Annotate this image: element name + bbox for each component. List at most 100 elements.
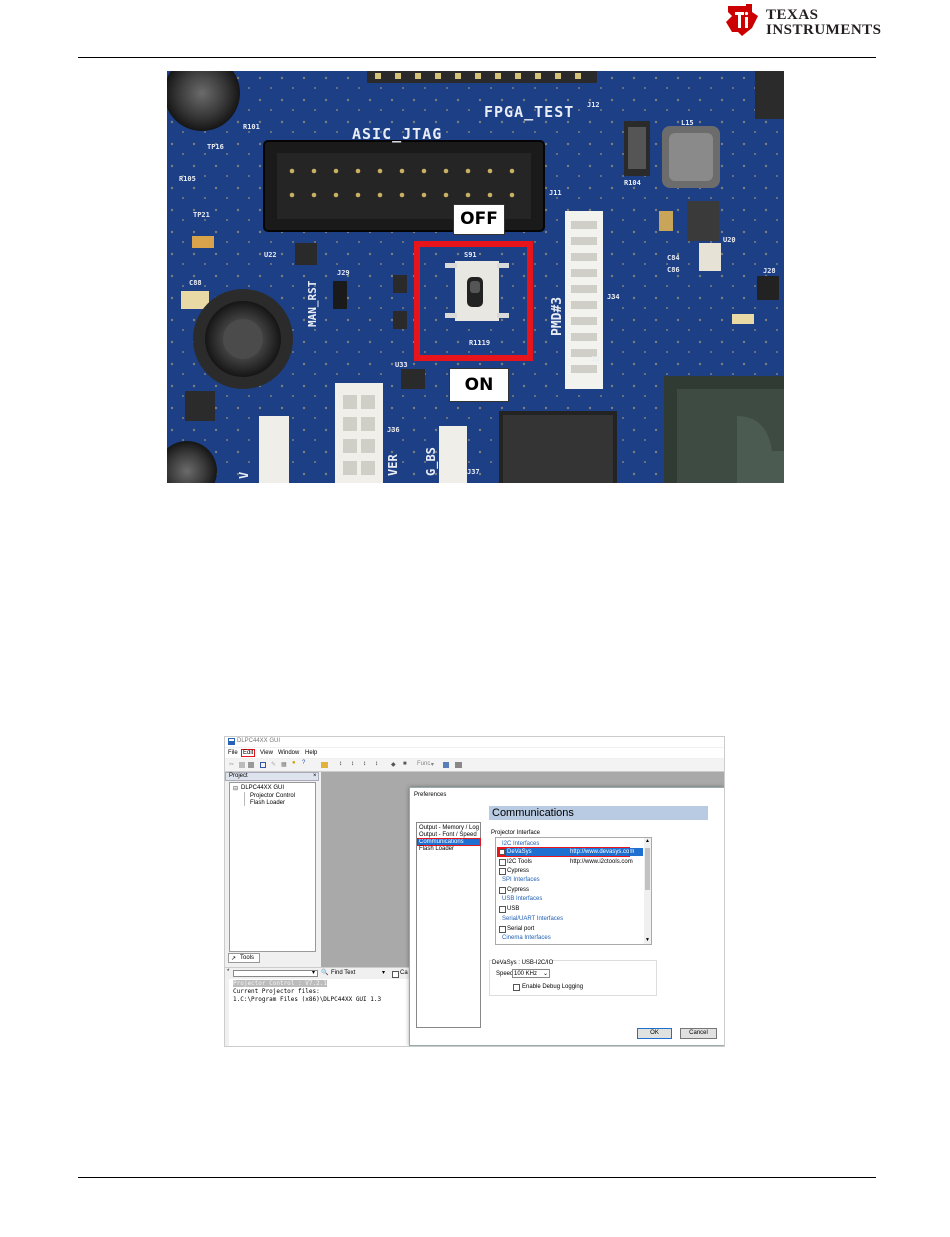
cypress-i2c-checkbox[interactable] — [499, 868, 506, 875]
project-panel-header: Project × — [225, 772, 319, 781]
cut-icon[interactable]: ✂ — [229, 762, 235, 768]
tree-item-flash-loader[interactable]: Flash Loader — [250, 800, 286, 806]
nav-flash-loader[interactable]: Flash Loader — [419, 846, 455, 852]
pcb-label-man-rst: MAN_RST — [306, 280, 319, 327]
find-dropdown-icon[interactable]: ▾ — [312, 970, 316, 976]
brand-line-2: INSTRUMENTS — [766, 22, 882, 38]
grid-icon[interactable]: ▦ — [281, 762, 287, 768]
save-icon[interactable] — [443, 762, 449, 768]
paste-icon[interactable] — [248, 762, 254, 768]
gui-screenshot: DLPC44XX GUI File Edit View Window Help … — [224, 736, 725, 1047]
tree-line — [244, 792, 245, 806]
ok-button[interactable]: OK — [637, 1028, 672, 1039]
pcb-label-tp16: TP16 — [207, 143, 224, 151]
usb-label: USB — [507, 906, 520, 912]
diamond-icon[interactable]: ◆ — [391, 762, 396, 768]
copy-icon[interactable] — [239, 762, 245, 768]
pcb-label-ver: VER — [386, 454, 400, 476]
pencil-icon[interactable]: ✎ — [271, 762, 277, 768]
cypress-i2c-label: Cypress — [507, 868, 530, 874]
match-case-label: Ca — [400, 970, 408, 976]
pcb-artwork — [167, 71, 784, 483]
func-dropdown[interactable]: Func. — [417, 761, 433, 767]
window-title: DLPC44XX GUI — [237, 738, 281, 744]
title-bar: DLPC44XX GUI — [225, 737, 724, 747]
speed-chevron-down-icon: ⌄ — [543, 971, 549, 977]
step-icon-4[interactable]: ↕ — [375, 761, 378, 767]
step-icon-2[interactable]: ↕ — [351, 761, 354, 767]
usb-checkbox[interactable] — [499, 906, 506, 913]
menu-file[interactable]: File — [228, 750, 238, 756]
pcb-label-c88: C88 — [189, 279, 202, 287]
output-line-2: Current Projector files: — [233, 988, 320, 995]
group-i2c: I2C Interfaces — [502, 841, 540, 847]
help-icon[interactable]: ? — [302, 760, 306, 766]
nav-communications[interactable]: Communications — [417, 838, 481, 846]
nav-output-font[interactable]: Output - Font / Speed — [419, 832, 477, 838]
row-devasys[interactable]: DeVaSys http://www.devasys.com — [497, 848, 643, 856]
match-case-checkbox[interactable] — [392, 971, 399, 978]
scroll-thumb[interactable] — [645, 848, 650, 890]
pcb-label-j34: J34 — [607, 293, 620, 301]
window-icon[interactable] — [260, 762, 266, 768]
tree-expand-icon[interactable]: ⊟ — [233, 786, 239, 792]
serial-label: Serial port — [507, 926, 535, 932]
output-console: Projector Control : V7.2.1 Current Proje… — [229, 979, 419, 1046]
project-panel-title: Project — [229, 773, 248, 779]
pcb-label-j28: J28 — [763, 267, 776, 275]
debug-logging-label: Enable Debug Logging — [522, 984, 584, 990]
interface-list: I2C Interfaces DeVaSys http://www.devasy… — [495, 837, 652, 945]
menu-window[interactable]: Window — [278, 750, 300, 756]
nav-output-memory[interactable]: Output - Memory / Log — [419, 825, 480, 831]
find-pin-icon: * — [227, 969, 230, 975]
ti-logo-icon — [726, 4, 758, 36]
debug-logging-checkbox[interactable] — [513, 984, 520, 991]
magnifier-icon: 🔍 — [321, 970, 329, 976]
find-options-icon[interactable]: ▾ — [382, 970, 386, 976]
pcb-label-g-bs: G_BS — [424, 447, 438, 476]
square-icon[interactable]: ■ — [403, 761, 407, 767]
folder-icon[interactable] — [321, 762, 328, 768]
pcb-label-j36: J36 — [387, 426, 400, 434]
speed-select[interactable]: 100 KHz ⌄ — [512, 969, 550, 978]
step-icon-1[interactable]: ↕ — [339, 761, 342, 767]
pcb-label-fpga-test: FPGA_TEST — [484, 103, 575, 121]
devasys-checkbox[interactable] — [498, 848, 506, 856]
scroll-up-icon[interactable]: ▲ — [645, 838, 650, 844]
scroll-down-icon[interactable]: ▼ — [645, 937, 650, 943]
pcb-label-s91: S91 — [464, 251, 477, 259]
tree-root[interactable]: DLPC44XX GUI — [241, 785, 285, 791]
cypress-spi-checkbox[interactable] — [499, 887, 506, 894]
i2c-tools-checkbox[interactable] — [499, 859, 506, 866]
find-text-button[interactable]: Find Text — [331, 970, 356, 976]
group-spi: SPI Interfaces — [502, 877, 540, 883]
menu-help[interactable]: Help — [305, 750, 318, 756]
interface-list-scrollbar[interactable]: ▲ ▼ — [644, 838, 651, 944]
speed-label: Speed — [496, 971, 514, 977]
tab-tools-label: Tools — [240, 955, 255, 961]
pcb-label-l15: L15 — [681, 119, 694, 127]
cancel-button[interactable]: Cancel — [680, 1028, 717, 1039]
projector-interface-label: Projector Interface — [491, 830, 541, 836]
serial-checkbox[interactable] — [499, 926, 506, 933]
chevron-down-icon[interactable]: ▾ — [431, 762, 435, 768]
preferences-nav: Output - Memory / Log Output - Font / Sp… — [416, 822, 481, 1028]
pcb-label-r1119: R1119 — [469, 339, 491, 347]
devasys-url[interactable]: http://www.devasys.com — [570, 849, 635, 855]
pcb-label-r104: R104 — [624, 179, 641, 187]
pcb-label-u22: U22 — [264, 251, 277, 259]
find-input[interactable] — [233, 970, 318, 977]
pcb-label-tp21: TP21 — [193, 211, 210, 219]
menu-edit[interactable]: Edit — [241, 749, 256, 757]
output-line-3: 1.C:\Program Files (x86)\DLPC44XX GUI 1.… — [233, 996, 382, 1003]
tree-item-projector-control[interactable]: Projector Control — [250, 793, 296, 799]
project-panel-close-icon[interactable]: × — [313, 773, 317, 779]
i2c-tools-url[interactable]: http://www.i2ctools.com — [570, 859, 633, 865]
step-icon-3[interactable]: ↕ — [363, 761, 366, 767]
bulb-icon[interactable]: ● — [292, 760, 296, 766]
tab-tools[interactable]: ↗ Tools — [228, 953, 260, 963]
print-icon[interactable] — [455, 762, 462, 768]
pcb-label-j11: J11 — [549, 189, 562, 197]
menu-view[interactable]: View — [260, 750, 273, 756]
pcb-label-j37: J37 — [467, 468, 480, 476]
